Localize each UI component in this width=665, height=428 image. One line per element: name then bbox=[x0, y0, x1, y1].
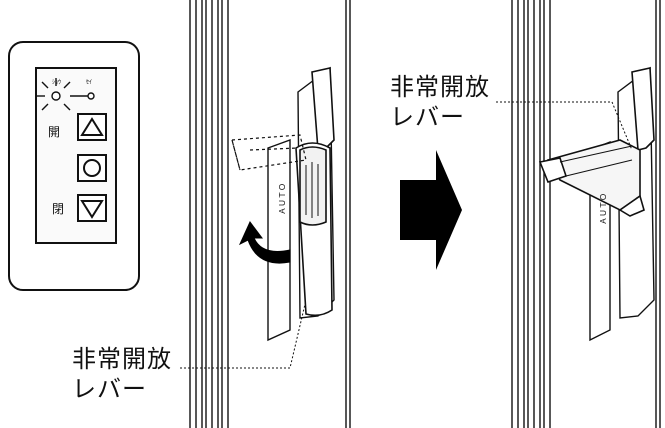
up-button[interactable] bbox=[77, 113, 107, 141]
down-button[interactable] bbox=[77, 194, 107, 222]
emergency-lever-closed[interactable] bbox=[295, 67, 335, 317]
stop-button[interactable] bbox=[77, 154, 107, 182]
callout-emergency-lever-left: 非常開放 レバー bbox=[72, 344, 172, 404]
control-panel: ｼｮｳ ｾｲ 開 閉 bbox=[8, 41, 140, 291]
lever-auto-marking-left: ＡＵＴＯ bbox=[278, 183, 287, 215]
callout-right-line1: 非常開放 bbox=[390, 73, 490, 101]
indicator-label-close: ｾｲ bbox=[86, 79, 92, 86]
lever-motion-ghost bbox=[231, 134, 307, 171]
indicator-label-open: ｼｮｳ bbox=[52, 79, 61, 86]
callout-emergency-lever-right: 非常開放 レバー bbox=[390, 72, 490, 132]
down-arrow-icon bbox=[80, 200, 104, 219]
door-frame-left-scene bbox=[189, 0, 351, 428]
up-arrow-icon bbox=[80, 117, 104, 136]
emergency-lever-open[interactable] bbox=[538, 67, 655, 217]
lever-auto-marking-right: ＡＵＴＯ bbox=[599, 193, 608, 225]
indicator-lamp-close bbox=[70, 92, 95, 100]
callout-right-line2: レバー bbox=[390, 103, 465, 131]
leader-line-right bbox=[496, 101, 633, 151]
door-frame-right-scene bbox=[511, 0, 661, 428]
transition-arrow-icon bbox=[400, 150, 462, 270]
stop-circle-icon bbox=[83, 159, 101, 177]
leader-line-left bbox=[180, 299, 307, 369]
open-label: 開 bbox=[48, 125, 60, 139]
rotate-arrow-icon bbox=[238, 221, 291, 264]
indicator-lamp-open bbox=[36, 78, 71, 111]
callout-left-line2: レバー bbox=[72, 375, 147, 403]
close-label: 閉 bbox=[52, 202, 64, 216]
callout-left-line1: 非常開放 bbox=[72, 345, 172, 373]
